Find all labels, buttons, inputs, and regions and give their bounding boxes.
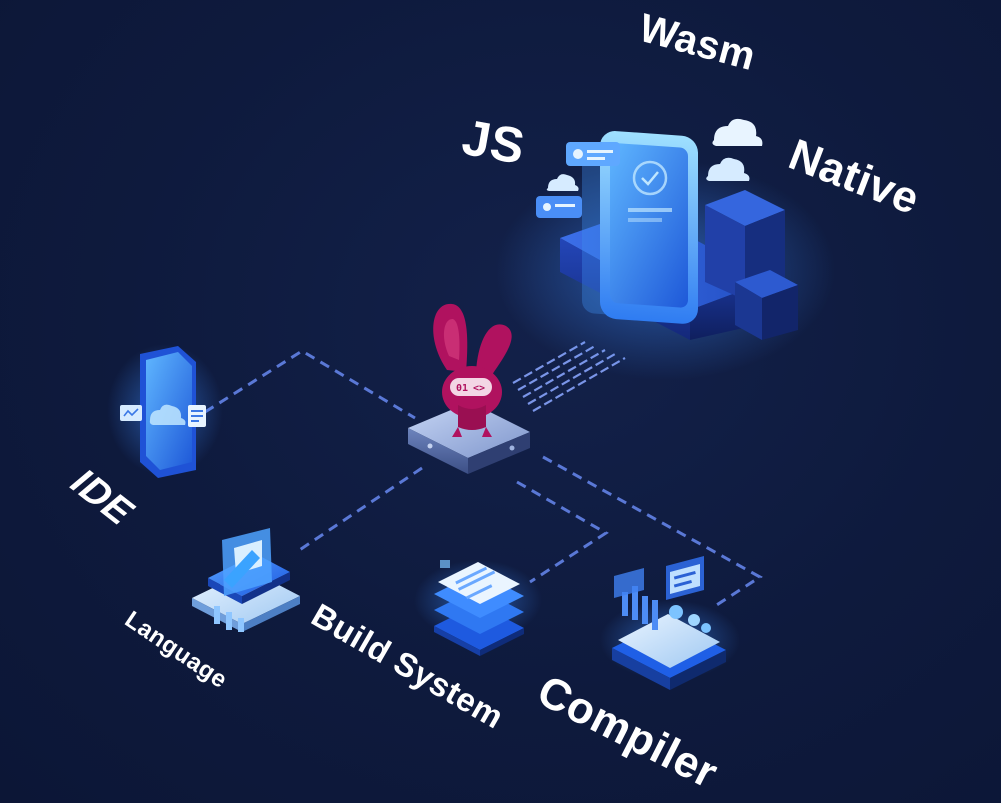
rabbit-mascot-icon [433,303,512,437]
ide-connector [204,349,416,420]
central-hub-device [408,402,530,474]
language-connector [297,466,423,553]
label-js: JS [458,108,530,175]
runtime-platform-illustration [495,118,835,380]
compiler-connector [542,455,763,610]
cloud-icon [712,118,763,146]
cloud-icon [706,157,750,181]
build-system-connector [516,480,609,584]
mascot-badge-text: 01 [456,383,468,394]
compiler-illustration [600,556,740,690]
language-illustration [192,528,300,632]
build-system-illustration [414,560,542,656]
cloud-icon [546,174,579,191]
ide-illustration [107,344,223,478]
mascot-code-glyph: <> [473,383,485,394]
connection-lines [204,349,763,610]
